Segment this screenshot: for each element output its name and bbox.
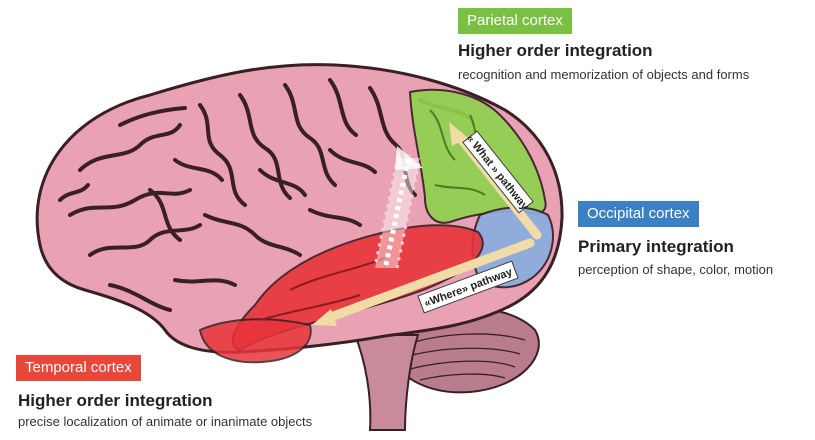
temporal-title: Higher order integration [18, 391, 213, 411]
occipital-title: Primary integration [578, 237, 734, 257]
occipital-cortex-tag: Occipital cortex [578, 201, 699, 227]
occipital-description: perception of shape, color, motion [578, 262, 773, 277]
brainstem [355, 335, 418, 430]
temporal-cortex-tag: Temporal cortex [16, 355, 141, 381]
parietal-cortex-tag: Parietal cortex [458, 8, 572, 34]
temporal-lower-region [200, 319, 311, 362]
parietal-title: Higher order integration [458, 41, 653, 61]
parietal-description: recognition and memorization of objects … [458, 67, 749, 82]
temporal-description: precise localization of animate or inani… [18, 414, 312, 429]
